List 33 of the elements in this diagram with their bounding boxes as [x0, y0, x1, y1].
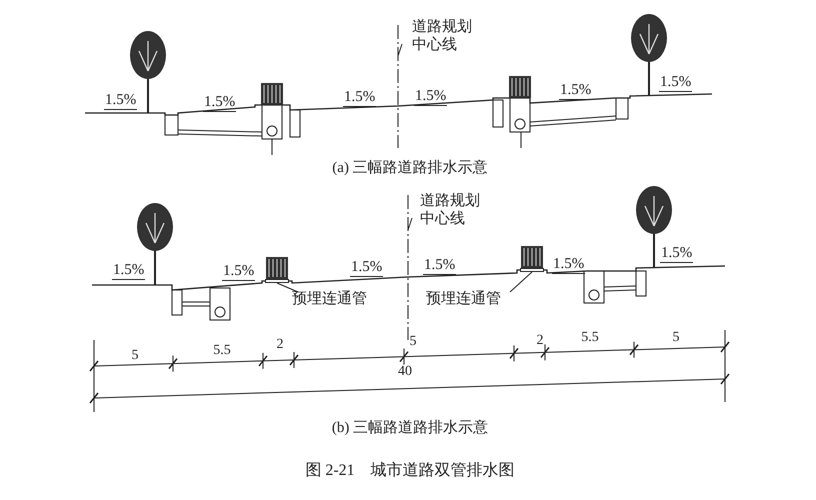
slope-label: 1.5% — [559, 82, 592, 100]
subcaption: (b) 三幅路道路排水示意 — [332, 420, 488, 438]
leader-line — [510, 272, 532, 292]
annotation-text: 道路规划中心线 — [420, 192, 481, 228]
dimension-text: 5 — [410, 334, 416, 350]
dimension-text: 5.5 — [213, 343, 231, 360]
subcaption: (a) 三幅路道路排水示意 — [332, 160, 488, 178]
dimension-text: 40 — [398, 364, 412, 380]
embedded-pipe-drawing — [520, 268, 544, 272]
slope-label: 1.5% — [343, 89, 376, 107]
annotation-text: 预埋连通管 — [292, 290, 368, 308]
dimension-text: 2 — [536, 333, 544, 350]
dimension-text: 5.5 — [581, 330, 599, 346]
dimension-text: 2 — [276, 337, 284, 354]
slope-label: 1.5% — [203, 94, 236, 112]
dimension-text: 5 — [132, 348, 138, 364]
slope-label: 1.5% — [660, 245, 694, 263]
slope-label: 1.5% — [552, 256, 586, 274]
slope-label: 1.5% — [414, 88, 448, 106]
embedded-pipe-drawing — [265, 279, 289, 283]
annotation-text: 道路规划中心线 — [412, 18, 473, 54]
slope-label: 1.5% — [350, 259, 384, 277]
leader-line — [398, 44, 402, 56]
slope-label: 1.5% — [104, 92, 138, 110]
leader-line — [276, 282, 298, 292]
slope-label: 1.5% — [423, 257, 456, 275]
annotation-text: 预埋连通管 — [426, 290, 502, 308]
dimension-text: 5 — [672, 330, 680, 346]
slope-label: 1.5% — [659, 74, 692, 92]
slope-label: 1.5% — [222, 263, 256, 281]
slope-label: 1.5% — [112, 262, 146, 280]
figure-caption: 图 2-21 城市道路双管排水图 — [305, 462, 515, 480]
leader-line — [408, 218, 412, 230]
